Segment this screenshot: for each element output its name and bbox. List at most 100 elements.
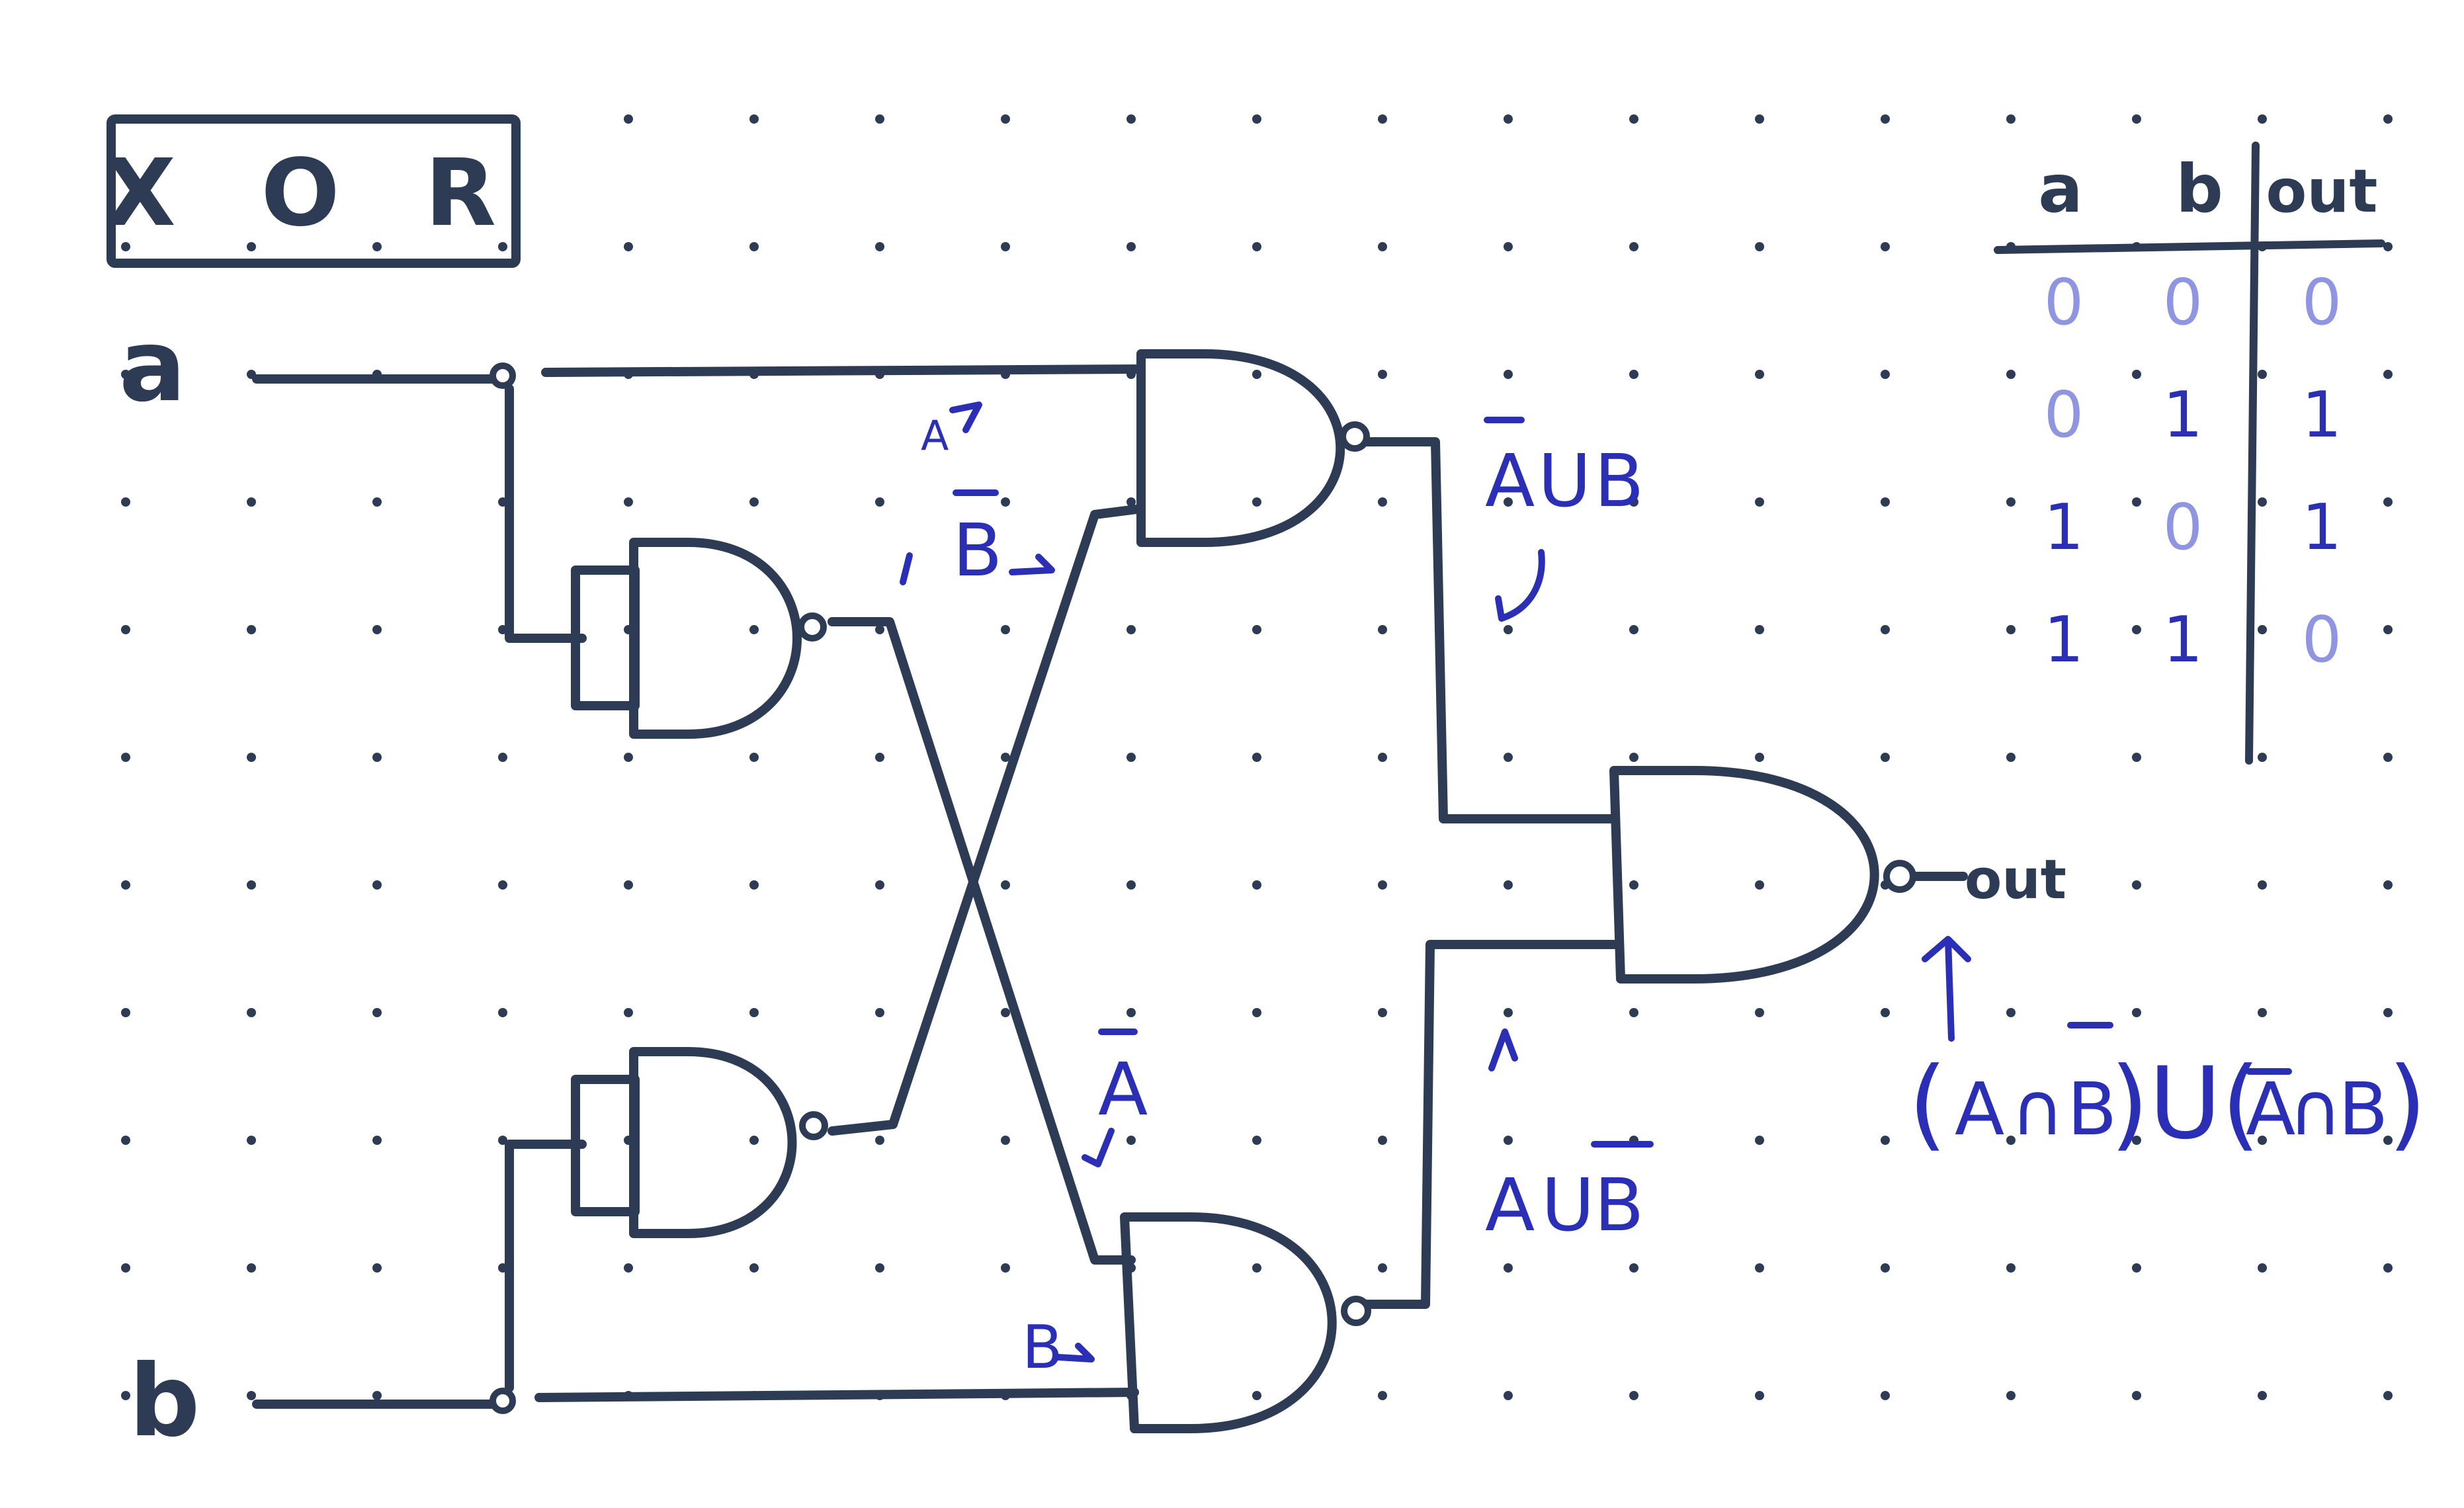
grid-dot [1378,1391,1387,1400]
grid-dot [2383,497,2393,507]
grid-dot [1629,114,1638,124]
grid-dot [1629,497,1638,507]
grid-dot [1755,625,1764,634]
grid-dot [1252,242,1261,251]
grid-dot [2132,1008,2141,1017]
nand-gate-top-bubble [1339,421,1370,452]
grid-dot [1755,1263,1764,1273]
grid-dot [624,497,633,507]
grid-dot [247,1136,256,1145]
grid-dot [1504,242,1513,251]
grid-dot [875,753,884,762]
grid-dot [1755,753,1764,762]
grid-dot [121,1391,130,1400]
grid-dot [2006,1391,2016,1400]
grid-dot [247,753,256,762]
grid-dot [247,1391,256,1400]
expression-b2: B [2338,1067,2388,1152]
annotations: A B A B A U B A U B ( A ∩ B )U( A [900,401,2427,1382]
nand-gate-bottom-bubble [1341,1296,1371,1326]
grid-dot [2383,1263,2393,1273]
grid-dot [749,1263,759,1273]
annotation-bottom-out-a: A [1485,1163,1535,1247]
grid-dot [1629,370,1638,379]
grid-dot [372,625,382,634]
grid-dot [1378,114,1387,124]
wires [252,362,1968,1414]
grid-dot [1252,753,1261,762]
grid-dot [1629,625,1638,634]
grid-dot [1252,1136,1261,1145]
expression-mid: )U( [2110,1046,2260,1161]
annotation-bottom-out-op: U [1541,1163,1595,1247]
grid-dot [2258,370,2267,379]
grid-dot [2132,1136,2141,1145]
grid-dot [1126,880,1136,890]
grid-dot [875,1008,884,1017]
grid-dot [1504,1391,1513,1400]
truth-table-cell: 0 [2044,267,2084,339]
grid-dot [1001,1136,1010,1145]
grid-dot [1252,370,1261,379]
grid-dot [2383,370,2393,379]
truth-table-cell: 0 [2163,267,2203,339]
input-label-b: b [129,1344,200,1459]
grid-dot [2383,1136,2393,1145]
grid-dot [1881,114,1890,124]
grid-dot [749,1136,759,1145]
grid-dot [875,497,884,507]
grid-dot [121,880,130,890]
grid-dot [875,114,884,124]
grid-dot [1755,370,1764,379]
grid-dot [1504,1263,1513,1273]
annotation-b-arrow: B [1022,1313,1063,1382]
grid-dot [1252,1008,1261,1017]
grid-dot [1378,370,1387,379]
grid-dot [1001,753,1010,762]
grid-dot [1001,1008,1010,1017]
grid-dot [1378,880,1387,890]
grid-dot [2258,753,2267,762]
grid-dot [1001,497,1010,507]
grid-dot [1252,1263,1261,1273]
grid-dot [498,880,507,890]
annotation-b-bar-arrow: B [953,508,1002,593]
grid-dot [624,1008,633,1017]
grid-dot [2006,753,2016,762]
grid-dot [2132,370,2141,379]
grid-dot [1126,625,1136,634]
grid-dot [2258,1391,2267,1400]
grid-dot [2132,1391,2141,1400]
junction-b [489,1388,516,1414]
not-gate-b-bubble [799,1111,828,1140]
grid-dot [372,753,382,762]
grid-dot [1881,1391,1890,1400]
grid-dot [1755,114,1764,124]
grid-dot [1378,1263,1387,1273]
grid-dot [1001,242,1010,251]
junction-a [489,362,516,389]
annotation-a-arrow: A [921,411,949,460]
grid-dot [749,114,759,124]
nand-gate-bottom [1120,1212,1371,1433]
grid-dot [247,1008,256,1017]
grid-dot [875,1263,884,1273]
grid-dot [498,242,507,251]
output-label: out [1965,849,2066,911]
grid-dot [121,497,130,507]
truth-table-cell: 0 [2044,379,2084,452]
grid-dot [2006,880,2016,890]
not-gate-a-bubble [798,612,827,642]
not-gate-a [571,538,827,739]
grid-dot [1378,242,1387,251]
annotation-top-out-a: A [1485,439,1535,523]
grid-dot [2132,114,2141,124]
grid-dot [624,753,633,762]
grid-dot [1001,114,1010,124]
grid-dot [2258,114,2267,124]
grid-dot [1001,880,1010,890]
grid-dot [1126,1136,1136,1145]
grid-dot [121,1008,130,1017]
grid-dot [875,1136,884,1145]
